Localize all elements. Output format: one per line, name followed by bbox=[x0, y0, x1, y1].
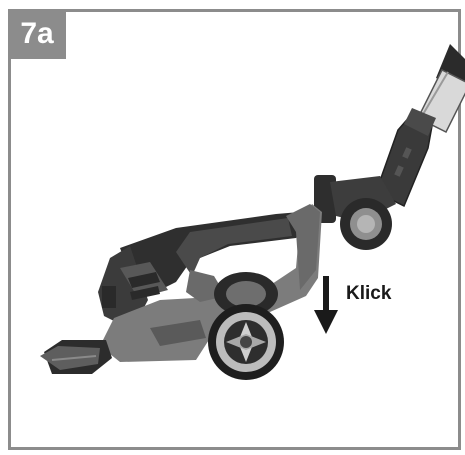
klick-label: Klick bbox=[346, 283, 392, 304]
front-cutter bbox=[40, 340, 112, 374]
handle-tube bbox=[375, 44, 465, 208]
front-wheel bbox=[208, 304, 284, 380]
handle-hinge bbox=[314, 175, 396, 250]
mower-body bbox=[98, 204, 322, 362]
step-number-badge: 7a bbox=[8, 9, 66, 59]
rear-wheel bbox=[214, 272, 278, 316]
down-arrow-icon bbox=[314, 276, 338, 334]
